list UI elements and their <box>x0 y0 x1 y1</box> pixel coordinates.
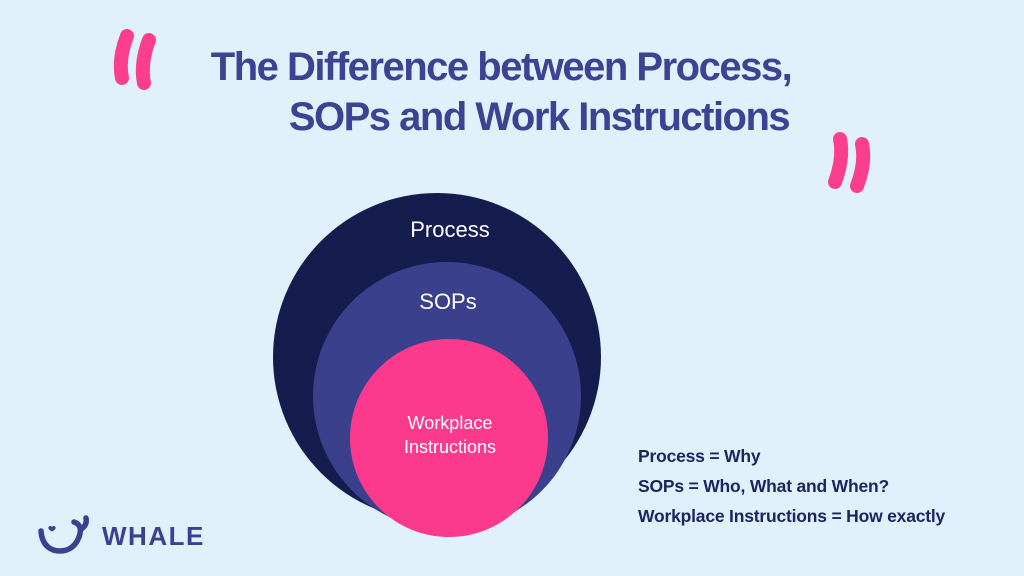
title-line-1: The Difference between Process, <box>210 45 793 89</box>
circle-workplace-instructions <box>350 339 548 537</box>
legend: Process = Why SOPs = Who, What and When?… <box>638 441 945 531</box>
whale-icon <box>38 515 89 554</box>
legend-item-process: Process = Why <box>638 446 761 466</box>
legend-item-sops: SOPs = Who, What and When? <box>638 476 889 496</box>
open-quote-icon <box>113 29 156 90</box>
close-quote-icon <box>828 132 871 193</box>
logo-text: WHALE <box>102 520 205 551</box>
whale-logo: WHALE <box>36 514 205 558</box>
circle-label-workplace-instructions: Workplace Instructions <box>403 413 497 457</box>
legend-item-workplace-instructions: Workplace Instructions = How exactly <box>638 506 946 526</box>
title-line-2: SOPs and Work Instructions <box>288 95 791 139</box>
page-title: The Difference between Process, SOPs and… <box>0 42 1013 142</box>
circle-label-process: Process <box>410 217 490 242</box>
circle-label-sops: SOPs <box>419 289 477 314</box>
